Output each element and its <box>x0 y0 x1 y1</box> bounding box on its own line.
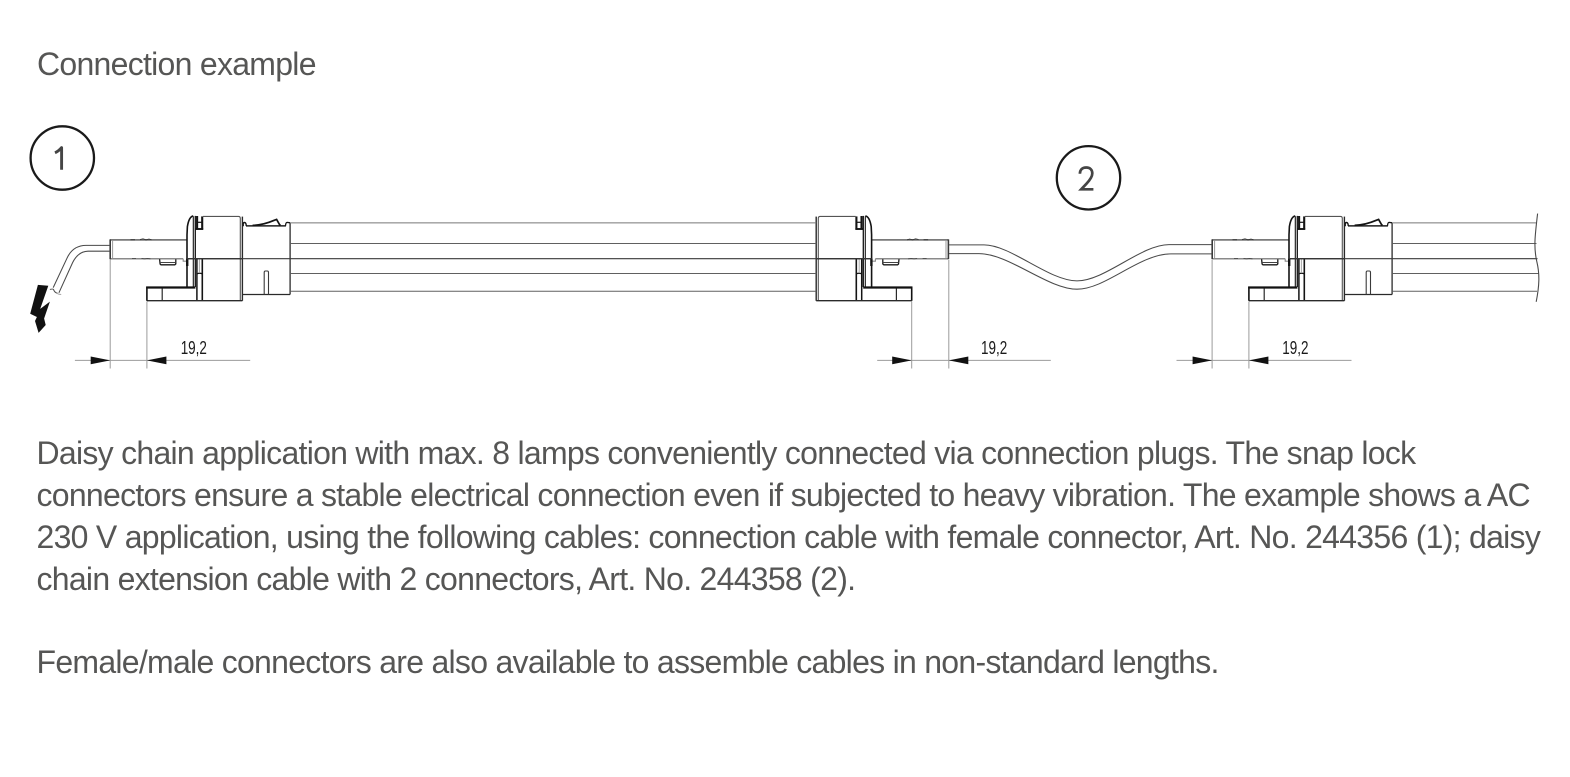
svg-text:19,2: 19,2 <box>1282 338 1308 358</box>
svg-text:19,2: 19,2 <box>981 338 1007 358</box>
svg-text:19,2: 19,2 <box>181 338 207 358</box>
